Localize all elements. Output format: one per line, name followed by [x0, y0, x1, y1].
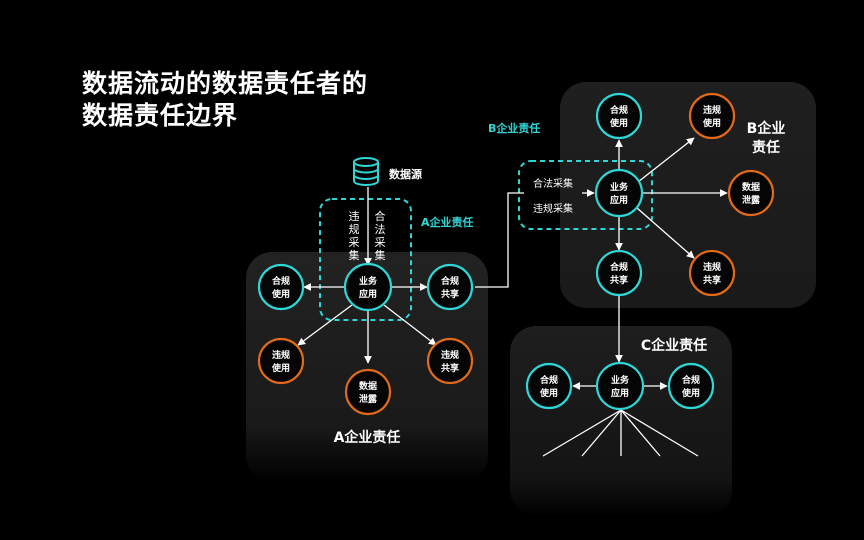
b-responsibility-tag: B企业责任 — [488, 121, 540, 135]
a-illegal-use-label-2: 使用 — [271, 362, 290, 374]
a-leak-label-2: 泄露 — [359, 393, 378, 405]
a-illegal-share-label-2: 共享 — [441, 362, 459, 374]
c-panel-caption: C企业责任 — [641, 337, 707, 354]
c-legal-use-right-label-1: 合规 — [682, 374, 700, 386]
c-legal-use-left-label-2: 使用 — [539, 387, 558, 399]
flow-lines — [297, 137, 728, 457]
b-illegal-share-node — [688, 249, 736, 297]
enterprise-a-boundary — [319, 198, 412, 321]
b-center-node — [594, 168, 644, 218]
b-legal-use-label-2: 使用 — [609, 117, 628, 129]
b-legal-use-node — [595, 92, 643, 140]
b-center-label-2: 应用 — [610, 194, 628, 206]
b-panel-caption-1: B企业 — [747, 120, 786, 137]
a-responsibility-tag: A企业责任 — [421, 215, 474, 229]
a-legal-share-label-2: 共享 — [441, 288, 459, 300]
b-collect-illegal-label: 违规采集 — [533, 202, 573, 215]
c-legal-use-left-label-1: 合规 — [540, 374, 558, 386]
b-legal-share-label-2: 共享 — [610, 274, 628, 286]
b-panel-caption-2: 责任 — [752, 139, 780, 156]
a-collect-illegal-c1: 违 — [349, 210, 360, 223]
a-collect-legal-c4: 集 — [375, 248, 386, 262]
a-panel-caption: A企业责任 — [334, 429, 401, 446]
a-legal-share-label-1: 合规 — [441, 275, 459, 287]
b-center-label-1: 业务 — [610, 181, 629, 193]
a-center-label-1: 业务 — [359, 275, 378, 287]
a-legal-use-label-1: 合规 — [272, 275, 290, 287]
c-legal-use-right-label-2: 使用 — [681, 387, 700, 399]
b-illegal-share-label-1: 违规 — [703, 261, 721, 273]
a-collection-labels: 违 规 采 集 合 法 采 集 — [349, 209, 386, 262]
database-icon — [353, 157, 379, 186]
a-legal-use-node — [257, 263, 305, 311]
a-leak-node — [344, 368, 392, 416]
b-legal-share-label-1: 合规 — [610, 261, 628, 273]
a-legal-use-label-2: 使用 — [271, 288, 290, 300]
b-collect-legal-label: 合法采集 — [533, 177, 573, 190]
a-illegal-share-node — [426, 337, 474, 385]
c-center-label-2: 应用 — [611, 387, 629, 399]
a-collect-legal-c3: 采 — [375, 236, 386, 249]
a-collect-illegal-c2: 规 — [349, 222, 360, 236]
enterprise-b-boundary — [518, 160, 653, 230]
c-legal-use-right-node — [667, 362, 715, 410]
c-legal-use-left-node — [525, 362, 573, 410]
b-legal-use-label-1: 合规 — [610, 104, 628, 116]
a-illegal-use-node — [257, 337, 305, 385]
page-title-line-1: 数据流动的数据责任者的 — [82, 69, 369, 98]
a-legal-share-node — [426, 263, 474, 311]
b-leak-node — [727, 169, 775, 217]
b-leak-label-2: 泄露 — [742, 194, 761, 206]
a-center-label-2: 应用 — [359, 288, 377, 300]
a-center-node — [343, 262, 393, 312]
c-center-node — [595, 361, 645, 411]
b-illegal-use-label-2: 使用 — [702, 117, 721, 129]
b-illegal-share-label-2: 共享 — [703, 274, 721, 286]
node-circles — [257, 92, 775, 416]
b-illegal-use-node — [688, 92, 736, 140]
enterprise-a-panel — [246, 252, 488, 482]
b-legal-share-node — [595, 249, 643, 297]
a-leak-label-1: 数据 — [359, 380, 377, 392]
a-illegal-use-label-1: 违规 — [272, 349, 290, 361]
page-title-line-2: 数据责任边界 — [82, 101, 239, 130]
a-collect-legal-c1: 合 — [375, 209, 386, 223]
a-illegal-share-label-1: 违规 — [441, 349, 459, 361]
b-leak-label-1: 数据 — [742, 181, 760, 193]
data-source-label: 数据源 — [389, 167, 422, 181]
b-illegal-use-label-1: 违规 — [703, 104, 721, 116]
a-collect-illegal-c4: 集 — [349, 248, 360, 262]
c-center-label-1: 业务 — [611, 374, 630, 386]
a-collect-legal-c2: 法 — [375, 222, 386, 236]
a-collect-illegal-c3: 采 — [349, 236, 360, 249]
node-labels: 业务 应用 合规 使用 合规 共享 违规 使用 数据 泄露 违规 共享 业务 应… — [271, 104, 761, 405]
